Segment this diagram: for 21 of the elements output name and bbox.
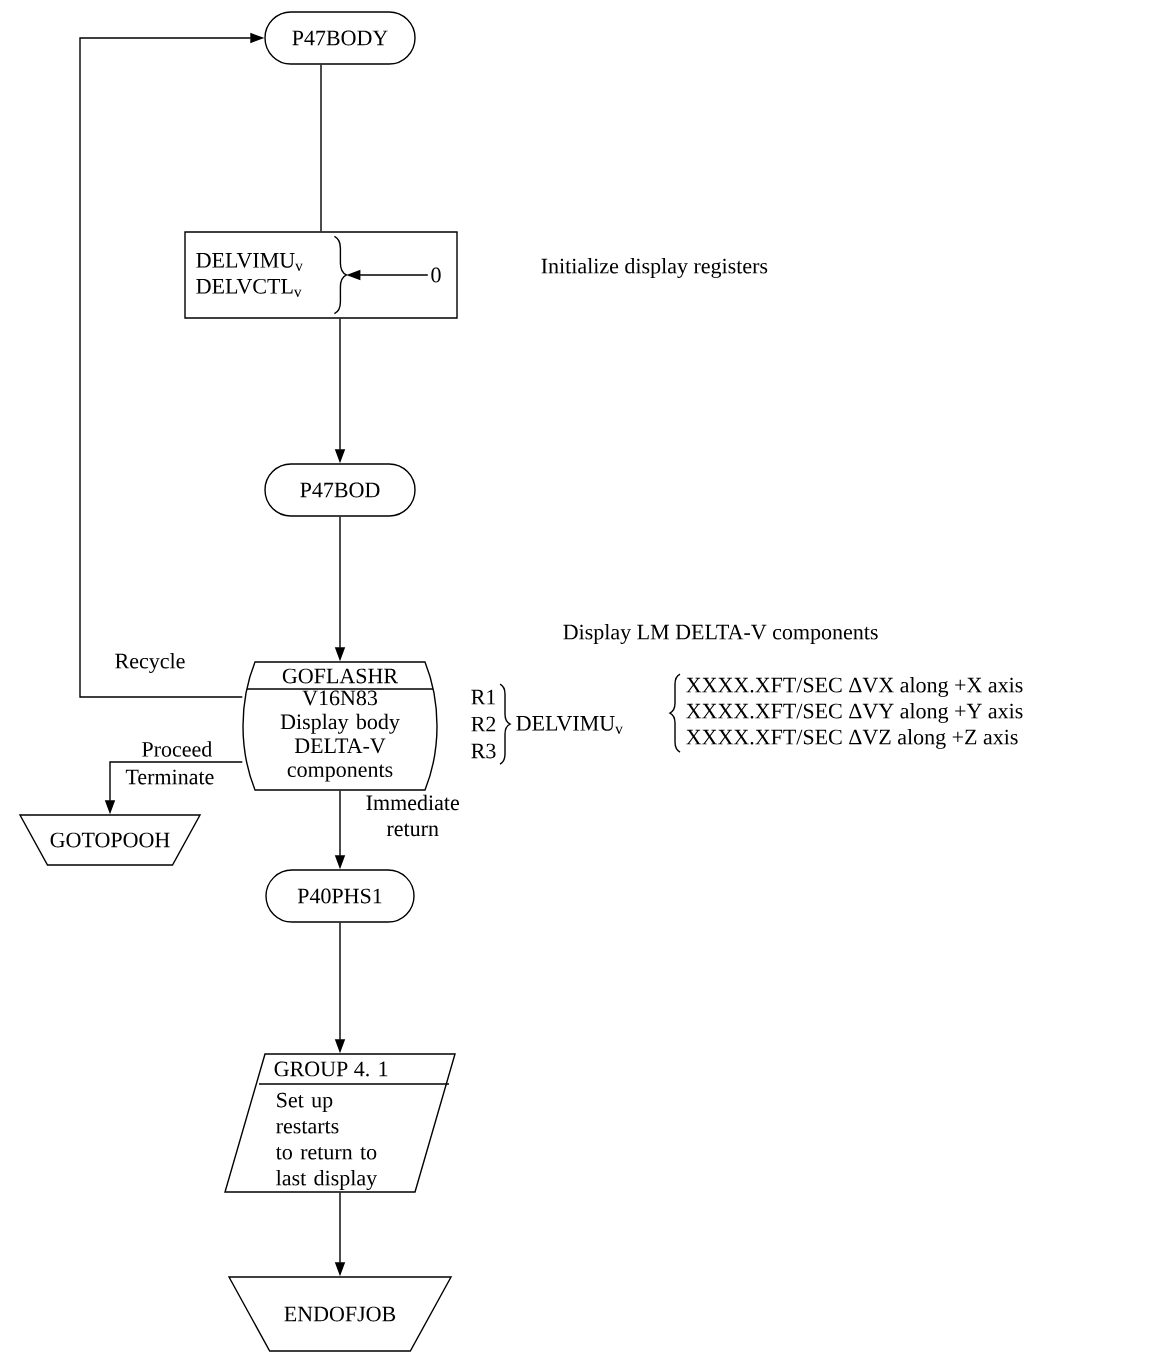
register-name: DELVIMU$_{v}$ [516, 716, 623, 734]
register-label: R3 [471, 743, 496, 759]
branch-label: Terminate [125, 769, 214, 785]
display-line: XXXX.XFT/SEC ΔVY along +Y axis [686, 703, 1023, 723]
note-text: Display LM DELTA-V components [563, 624, 878, 644]
display-line: XXXX.XFT/SEC ΔVX along +X axis [686, 677, 1023, 697]
register-box [184, 231, 458, 319]
edge-label: Immediate return [352, 792, 473, 839]
terminal-box: P40PHS1 [265, 869, 415, 923]
edge-label: Proceed [139, 739, 215, 759]
note-text: Initialize display registers [541, 258, 768, 278]
restart-parallelogram: GROUP 4. 1 Set up restarts to return to last display [224, 1053, 456, 1193]
register-list: DELVIMU$_{v}$ DELVCTL$_{v}$ [196, 235, 348, 315]
register-label: R1 [471, 689, 496, 705]
terminal-box: P47BOD [264, 463, 416, 517]
display-line: XXXX.XFT/SEC ΔVZ along +Z axis [686, 729, 1018, 749]
register-label: R2 [471, 716, 496, 732]
edge-label: Recycle [112, 651, 188, 675]
value-text: 0 [431, 267, 441, 283]
terminal-box: P47BODY [264, 11, 416, 65]
display-box: GOFLASHR V16N83 Display body DELTA-V components [242, 661, 438, 791]
